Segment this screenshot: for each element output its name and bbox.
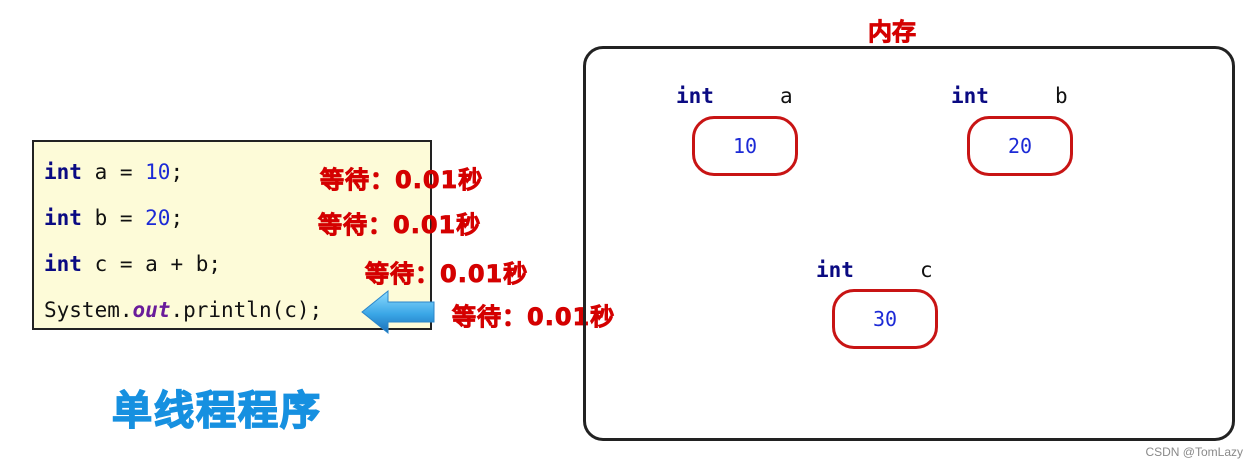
wait-label-4: 等待：0.01秒	[452, 303, 616, 332]
wait-label-2: 等待：0.01秒	[318, 211, 482, 240]
code-line-1: int a = 10;	[44, 159, 183, 185]
var-type-a: int	[676, 84, 714, 108]
keyword: int	[44, 252, 82, 276]
number-literal: 10	[145, 160, 171, 184]
code-text: b =	[81, 206, 146, 230]
var-name-a: a	[780, 84, 793, 108]
number-literal: 20	[145, 206, 171, 230]
var-value-box-c: 30	[832, 289, 938, 349]
code-text: System.	[44, 298, 133, 322]
keyword: int	[44, 206, 82, 230]
code-line-4: System.out.println(c);	[44, 297, 322, 323]
keyword: int	[44, 160, 82, 184]
var-value-b: 20	[1007, 134, 1033, 158]
code-text: c = a + b;	[81, 252, 222, 276]
code-line-3: int c = a + b;	[44, 251, 221, 277]
memory-box	[583, 46, 1235, 441]
memory-label: 内存	[868, 18, 917, 47]
var-type-c: int	[816, 258, 854, 282]
var-name-c: c	[920, 258, 933, 282]
var-value-a: 10	[732, 134, 758, 158]
var-value-c: 30	[872, 307, 898, 331]
var-type-b: int	[951, 84, 989, 108]
code-text: .println(c);	[170, 298, 323, 322]
code-line-2: int b = 20;	[44, 205, 183, 231]
code-panel: int a = 10; int b = 20; int c = a + b; S…	[32, 140, 432, 330]
code-text: ;	[170, 160, 184, 184]
field-name: out	[132, 298, 171, 322]
left-arrow-icon	[361, 289, 435, 335]
diagram-title: 单线程程序	[111, 387, 322, 435]
wait-label-1: 等待：0.01秒	[320, 166, 484, 195]
code-text: a =	[81, 160, 146, 184]
var-value-box-b: 20	[967, 116, 1073, 176]
watermark: CSDN @TomLazy	[1145, 445, 1243, 459]
code-text: ;	[170, 206, 184, 230]
wait-label-3: 等待：0.01秒	[365, 260, 529, 289]
var-name-b: b	[1055, 84, 1068, 108]
var-value-box-a: 10	[692, 116, 798, 176]
